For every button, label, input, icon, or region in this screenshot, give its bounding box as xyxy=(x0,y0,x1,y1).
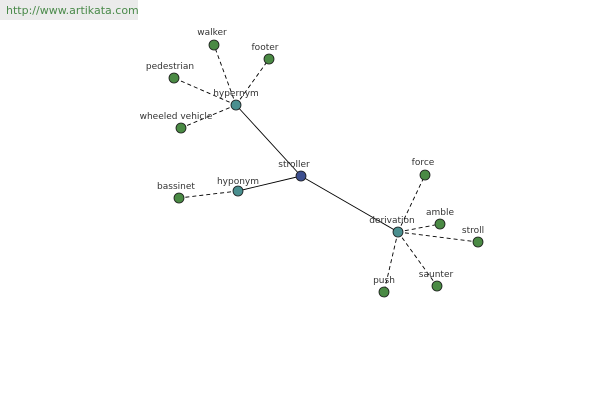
node-pedestrian[interactable] xyxy=(168,72,180,84)
edge-stroller-hypernym xyxy=(235,104,302,177)
node-label-pedestrian[interactable]: pedestrian xyxy=(146,62,194,72)
edge-hypernym-wheeled-vehicle xyxy=(180,104,237,129)
node-label-stroller[interactable]: stroller xyxy=(278,160,310,170)
node-bassinet[interactable] xyxy=(173,192,185,204)
node-hyponym[interactable] xyxy=(232,185,244,197)
node-label-derivation[interactable]: derivation xyxy=(369,216,415,226)
node-stroll[interactable] xyxy=(472,236,484,248)
edge-hypernym-footer xyxy=(235,58,270,106)
node-stroller[interactable] xyxy=(295,170,307,182)
node-hypernym[interactable] xyxy=(230,99,242,111)
node-force[interactable] xyxy=(419,169,431,181)
node-label-hypernym[interactable]: hypernym xyxy=(213,89,259,99)
edge-derivation-amble xyxy=(397,223,441,233)
edge-hyponym-bassinet xyxy=(178,190,239,199)
edge-stroller-derivation xyxy=(300,175,399,233)
node-push[interactable] xyxy=(378,286,390,298)
url-banner: http://www.artikata.com xyxy=(0,0,139,20)
edge-stroller-hyponym xyxy=(237,175,302,192)
node-label-wheeled-vehicle[interactable]: wheeled vehicle xyxy=(140,112,213,122)
edge-derivation-force xyxy=(397,174,426,233)
node-label-force[interactable]: force xyxy=(412,158,435,168)
node-label-bassinet[interactable]: bassinet xyxy=(157,182,195,192)
url-text[interactable]: http://www.artikata.com xyxy=(6,4,139,17)
edge-hypernym-pedestrian xyxy=(173,77,237,106)
node-label-saunter[interactable]: saunter xyxy=(419,270,454,280)
node-label-hyponym[interactable]: hyponym xyxy=(217,177,259,187)
node-label-footer[interactable]: footer xyxy=(252,43,279,53)
node-label-push[interactable]: push xyxy=(373,276,395,286)
node-label-amble[interactable]: amble xyxy=(426,208,454,218)
edge-hypernym-walker xyxy=(213,44,237,106)
edge-derivation-push xyxy=(383,231,399,293)
node-label-walker[interactable]: walker xyxy=(197,28,227,38)
node-footer[interactable] xyxy=(263,53,275,65)
node-saunter[interactable] xyxy=(431,280,443,292)
node-wheeled-vehicle[interactable] xyxy=(175,122,187,134)
node-label-stroll[interactable]: stroll xyxy=(462,226,484,236)
node-amble[interactable] xyxy=(434,218,446,230)
node-derivation[interactable] xyxy=(392,226,404,238)
node-walker[interactable] xyxy=(208,39,220,51)
